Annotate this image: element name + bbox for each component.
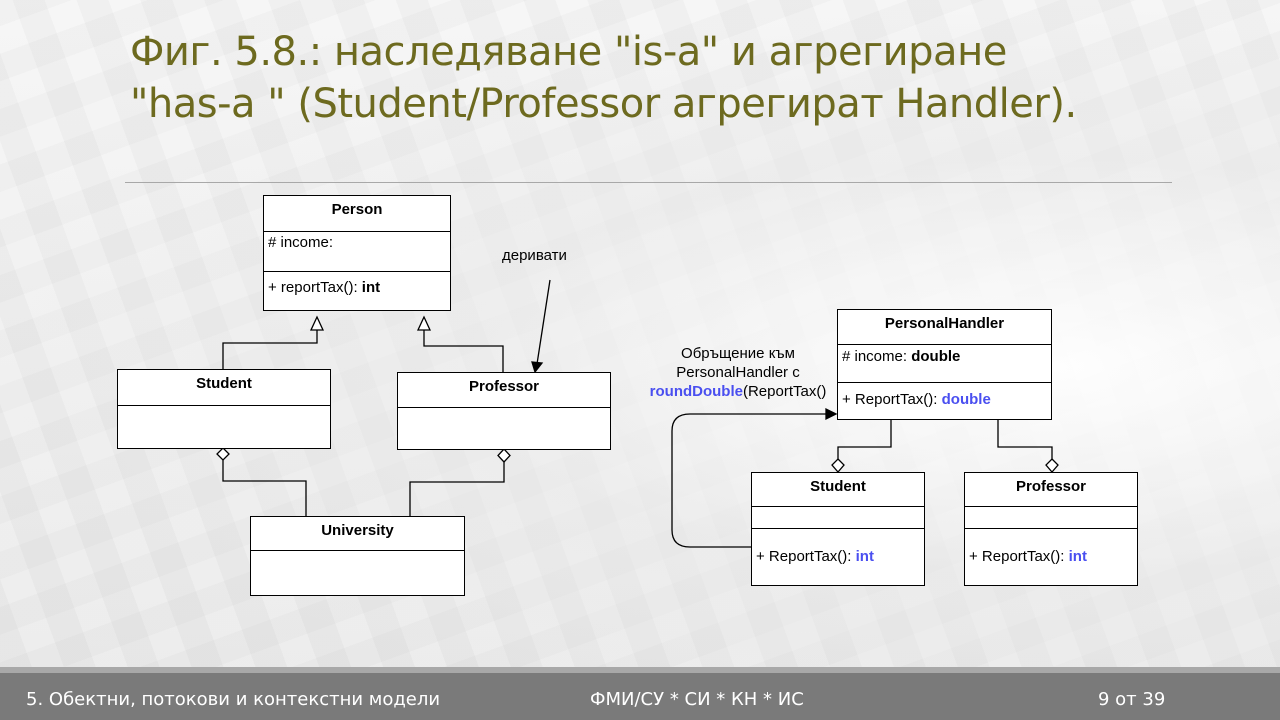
slide-footer: 5. Обектни, потокови и контекстни модели… [0,667,1280,720]
aggregation-diamond-icon [1045,458,1059,473]
person-class: Person # income: + reportTax(): int [263,195,451,311]
student-class-right: Student + ReportTax(): int [751,472,925,586]
professor-class-right: Professor + ReportTax(): int [964,472,1138,586]
footer-org: ФМИ/СУ * СИ * КН * ИС [590,689,804,710]
arrow-head-icon [825,407,838,421]
university-class: University [250,516,465,596]
footer-page-number: 9 от 39 [1098,689,1166,710]
note-function-name: roundDouble [649,383,743,400]
class-name: Student [118,370,330,406]
student-inherits-person-line [222,330,318,369]
class-operation: + ReportTax(): double [838,383,1051,417]
handler-professor-aggregation-line [997,420,1053,459]
round-double-note: Обръщение към PersonalHandler с roundDou… [640,344,836,401]
aggregation-diamond-icon [216,447,230,461]
round-double-call-line [671,413,826,548]
footer-course: 5. Обектни, потокови и контекстни модели [26,689,441,710]
class-name: Professor [398,373,610,408]
attribute-text: # income: [842,348,912,365]
class-name: Professor [965,473,1137,507]
aggregation-diamond-icon [497,448,511,463]
derivatives-arrow-line [536,279,551,365]
note-function-args: (ReportTax() [742,383,827,400]
derivatives-label: деривати [502,247,567,264]
operation-signature: + ReportTax(): [969,548,1069,565]
operation-signature: + ReportTax(): [756,548,856,565]
class-attribute: # income: [264,232,450,272]
aggregation-diamond-icon [831,458,845,473]
note-line: Обръщение към [681,345,795,362]
arrow-head-icon [531,361,544,374]
attribute-type: double [911,348,961,365]
class-name: University [251,517,464,551]
slide-title: Фиг. 5.8.: наследяване "is-a" и агрегира… [130,26,1230,130]
class-name: PersonalHandler [838,310,1051,345]
title-divider [125,182,1172,183]
note-line: PersonalHandler с [676,364,800,381]
note-line: roundDouble(ReportTax() [640,382,836,401]
operation-return-type: double [941,391,991,408]
class-name: Student [752,473,924,507]
student-university-aggregation-line [222,460,307,516]
class-name: Person [264,196,450,232]
personal-handler-class: PersonalHandler # income: double + Repor… [837,309,1052,420]
professor-class-left: Professor [397,372,611,450]
class-attributes-empty [752,507,924,529]
attribute-text: # income: [268,234,334,251]
inheritance-arrow-icon [416,315,432,331]
professor-inherits-person-line [423,330,504,372]
operation-return-type: int [855,548,874,565]
class-operation: + ReportTax(): int [752,529,924,585]
operation-return-type: int [1068,548,1087,565]
operation-signature: + ReportTax(): [842,391,942,408]
title-line-1: Фиг. 5.8.: наследяване "is-a" и агрегира… [130,29,1007,75]
class-attributes-empty [965,507,1137,529]
class-attribute: # income: double [838,345,1051,383]
operation-signature: + reportTax(): [268,279,362,296]
student-class-left: Student [117,369,331,449]
diagram-connectors [216,279,1059,548]
title-line-2: "has-a " (Student/Professor агрегират Ha… [130,81,1077,127]
class-operation: + ReportTax(): int [965,529,1137,585]
operation-return-type: int [361,279,381,296]
class-operation: + reportTax(): int [264,272,450,304]
inheritance-arrow-icon [309,315,325,331]
handler-student-aggregation-line [837,420,892,459]
professor-university-aggregation-line [409,462,505,516]
